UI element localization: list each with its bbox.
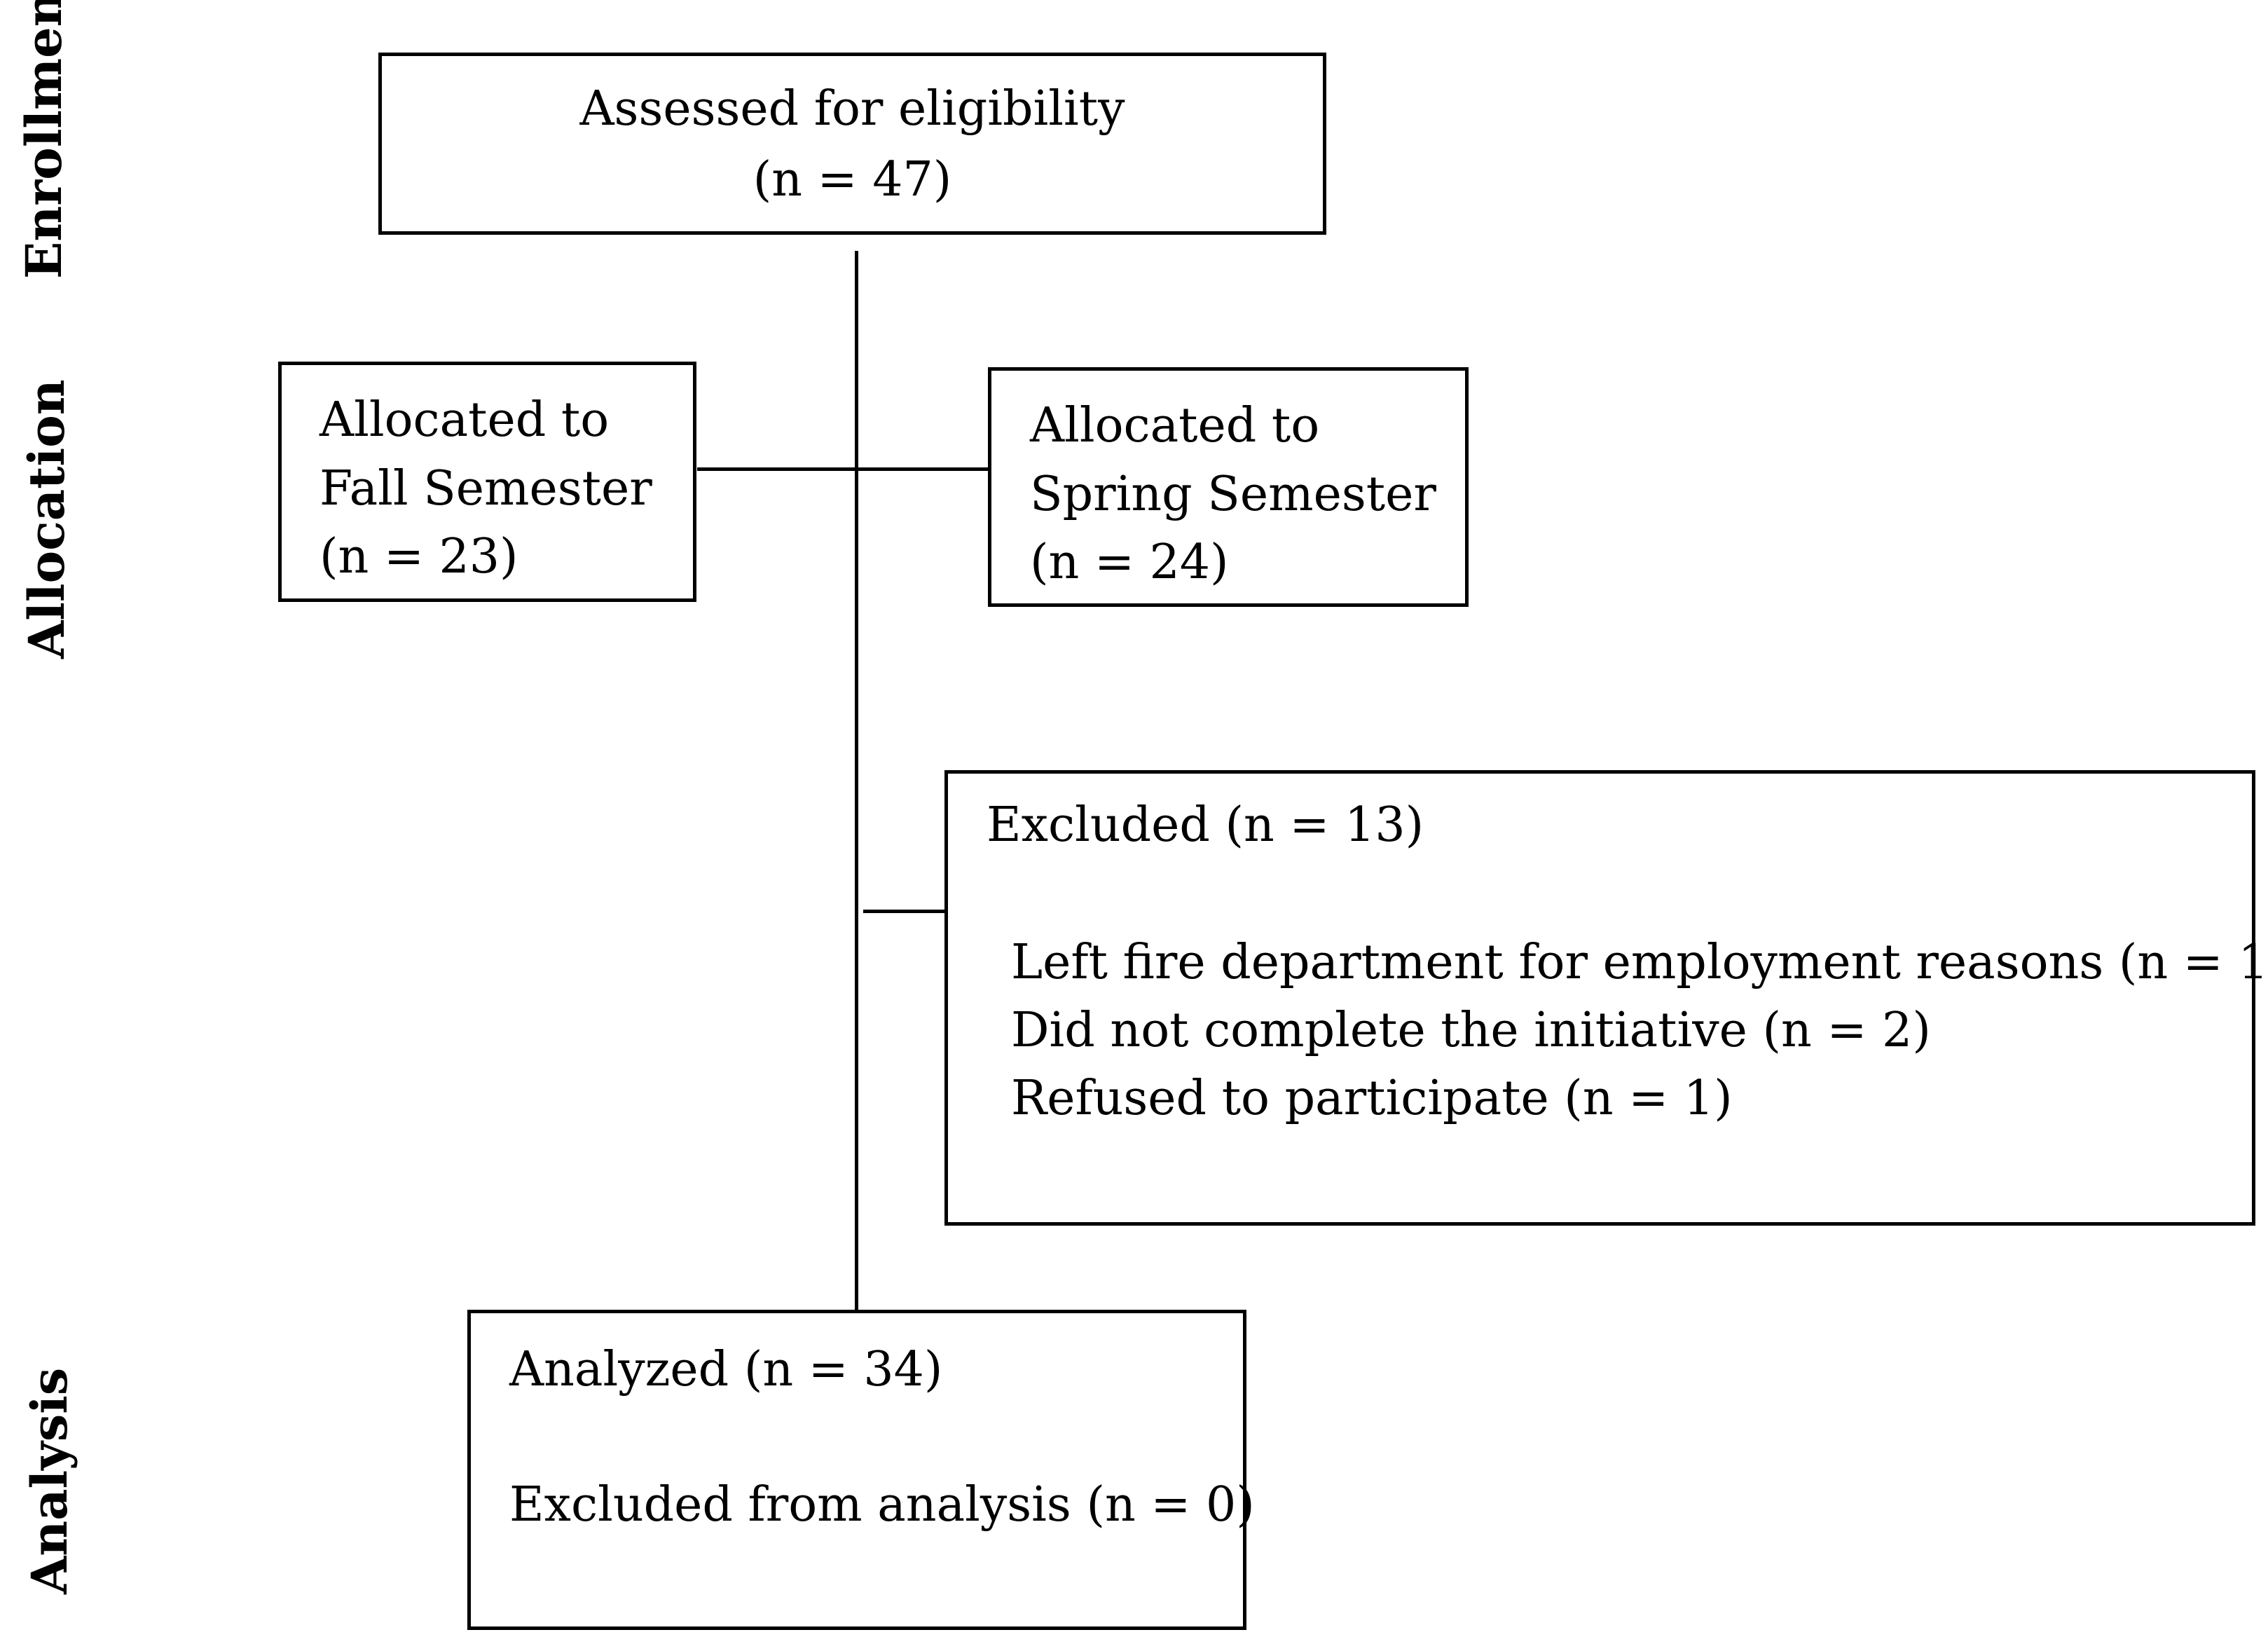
assessed-label: Assessed for eligibility — [579, 81, 1125, 137]
excluded-reason-employment: Left fire department for employment reas… — [1011, 935, 2268, 990]
excluded-from-analysis: Excluded from analysis (n = 0) — [509, 1477, 1255, 1533]
excluded-box: Excluded (n = 13) Left fire department f… — [944, 770, 2268, 1226]
spring-count: (n = 24) — [1030, 535, 1229, 590]
excluded-reason-incomplete: Did not complete the initiative (n = 2) — [1011, 1003, 1931, 1058]
excluded-reason-refused: Refused to participate (n = 1) — [1011, 1071, 1733, 1126]
spring-allocated-label: Allocated to — [1030, 398, 1320, 453]
phase-label-analysis: Analysis — [20, 1367, 78, 1594]
excluded-title: Excluded (n = 13) — [987, 797, 1424, 853]
excluded-horizontal-connector — [863, 910, 947, 913]
fall-count: (n = 23) — [319, 529, 518, 584]
fall-semester-box: Allocated to Fall Semester (n = 23) — [278, 362, 696, 602]
analyzed-box: Analyzed (n = 34) Excluded from analysis… — [467, 1310, 1255, 1630]
analyzed-count: Analyzed (n = 34) — [509, 1342, 943, 1397]
main-vertical-connector — [855, 251, 858, 1310]
assessed-count: (n = 47) — [752, 152, 952, 207]
allocation-horizontal-connector — [697, 467, 988, 471]
phase-label-allocation: Allocation — [18, 379, 76, 659]
spring-semester-box: Allocated to Spring Semester (n = 24) — [988, 367, 1469, 607]
fall-semester-label: Fall Semester — [319, 461, 652, 516]
spring-semester-label: Spring Semester — [1030, 467, 1436, 522]
fall-allocated-label: Allocated to — [319, 392, 610, 448]
assessed-box: Assessed for eligibility (n = 47) — [378, 53, 1326, 235]
phase-label-enrollment: Enrollment — [15, 0, 73, 279]
